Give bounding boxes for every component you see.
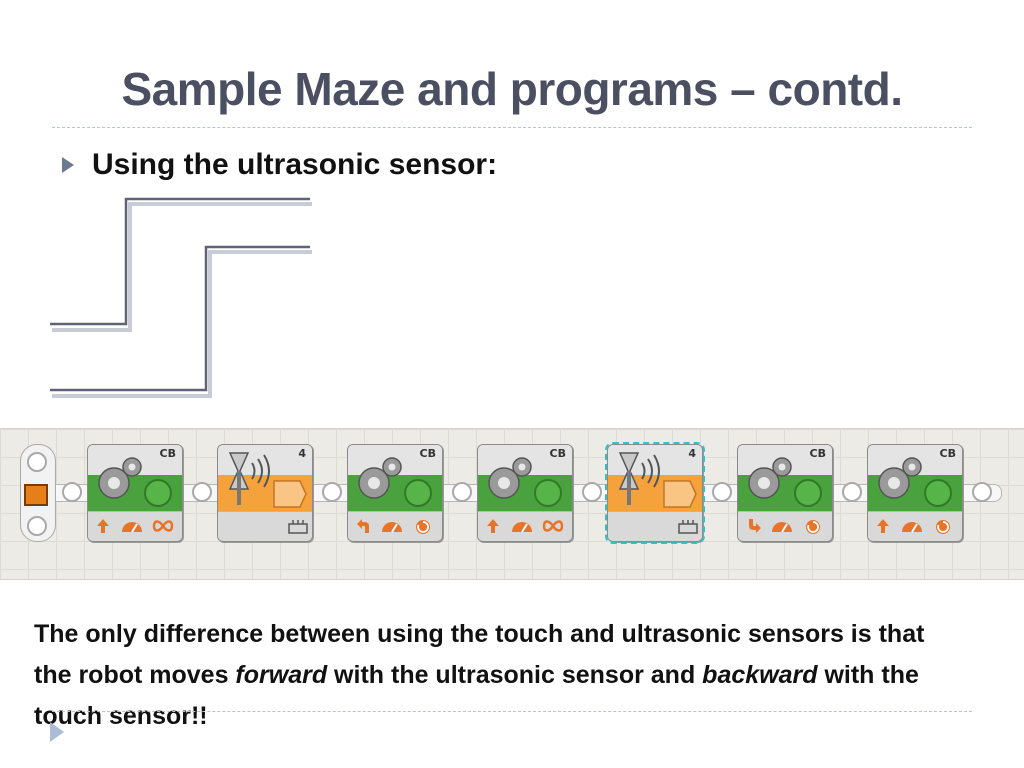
infinity-icon [152, 520, 174, 532]
slide-title: Sample Maze and programs – contd. [121, 63, 903, 115]
speed-dial-icon [122, 522, 142, 533]
port-label: CB [549, 447, 566, 460]
hourglass-sensor-icon [228, 452, 270, 505]
caption-emphasis-backward: backward [702, 661, 818, 689]
infinity-icon [542, 520, 564, 532]
block-port-circle [534, 479, 562, 507]
gears-icon [358, 457, 402, 499]
port-label: CB [419, 447, 436, 460]
beam-connector [452, 482, 472, 502]
hourglass-sensor-icon [618, 452, 660, 505]
caption-text: with the touch sensor!! [34, 661, 919, 730]
turn-right-arrow-icon [749, 519, 761, 533]
block-port-circle [924, 479, 952, 507]
beam-connector [582, 482, 602, 502]
start-icon[interactable] [24, 484, 48, 506]
move-block[interactable]: CB [737, 444, 833, 542]
speed-dial-icon [902, 522, 922, 533]
distance-icon [678, 520, 698, 534]
rotation-icon [936, 520, 950, 534]
move-block[interactable]: CB [477, 444, 573, 542]
speed-dial-icon [772, 522, 792, 533]
move-block[interactable]: CB [347, 444, 443, 542]
beam-connector [62, 482, 82, 502]
compare-shape-icon [663, 480, 697, 508]
wait-ultrasonic-block[interactable]: 4 [217, 444, 313, 542]
beam-port [27, 516, 47, 536]
gears-icon [748, 457, 792, 499]
speed-dial-icon [512, 522, 532, 533]
gears-icon [878, 457, 922, 499]
caption-text: with the ultrasonic sensor and [327, 661, 703, 689]
rotation-icon [416, 520, 430, 534]
port-label: 4 [298, 447, 306, 460]
caption-paragraph: The only difference between using the to… [34, 614, 934, 737]
title-divider [52, 127, 972, 128]
gears-icon [488, 457, 532, 499]
bullet-text: Using the ultrasonic sensor: [92, 148, 498, 181]
maze-diagram [50, 197, 312, 398]
beam-connector [972, 482, 992, 502]
rotation-icon [806, 520, 820, 534]
caption-emphasis-forward: forward [235, 661, 328, 689]
port-label: CB [939, 447, 956, 460]
block-port-circle [144, 479, 172, 507]
port-label: CB [159, 447, 176, 460]
footer-divider [52, 711, 972, 712]
block-port-circle [794, 479, 822, 507]
beam-port [27, 452, 47, 472]
compare-shape-icon [273, 480, 307, 508]
beam-connector [192, 482, 212, 502]
beam-connector [842, 482, 862, 502]
gears-icon [98, 457, 142, 499]
move-block[interactable]: CB [867, 444, 963, 542]
port-label: CB [809, 447, 826, 460]
move-block[interactable]: CB [87, 444, 183, 542]
speed-dial-icon [382, 522, 402, 533]
caption-text: The only difference between using the to… [34, 620, 925, 689]
up-arrow-icon [877, 519, 889, 533]
footer-triangle-icon [50, 722, 64, 742]
distance-icon [288, 520, 308, 534]
beam-connector [712, 482, 732, 502]
port-label: 4 [688, 447, 696, 460]
up-arrow-icon [487, 519, 499, 533]
turn-left-arrow-icon [357, 519, 369, 533]
wait-ultrasonic-block-selected[interactable]: 4 [605, 442, 705, 544]
beam-connector [322, 482, 342, 502]
bullet-item: Using the ultrasonic sensor: [62, 148, 497, 182]
block-port-circle [404, 479, 432, 507]
up-arrow-icon [97, 519, 109, 533]
triangle-bullet-icon [62, 157, 74, 173]
